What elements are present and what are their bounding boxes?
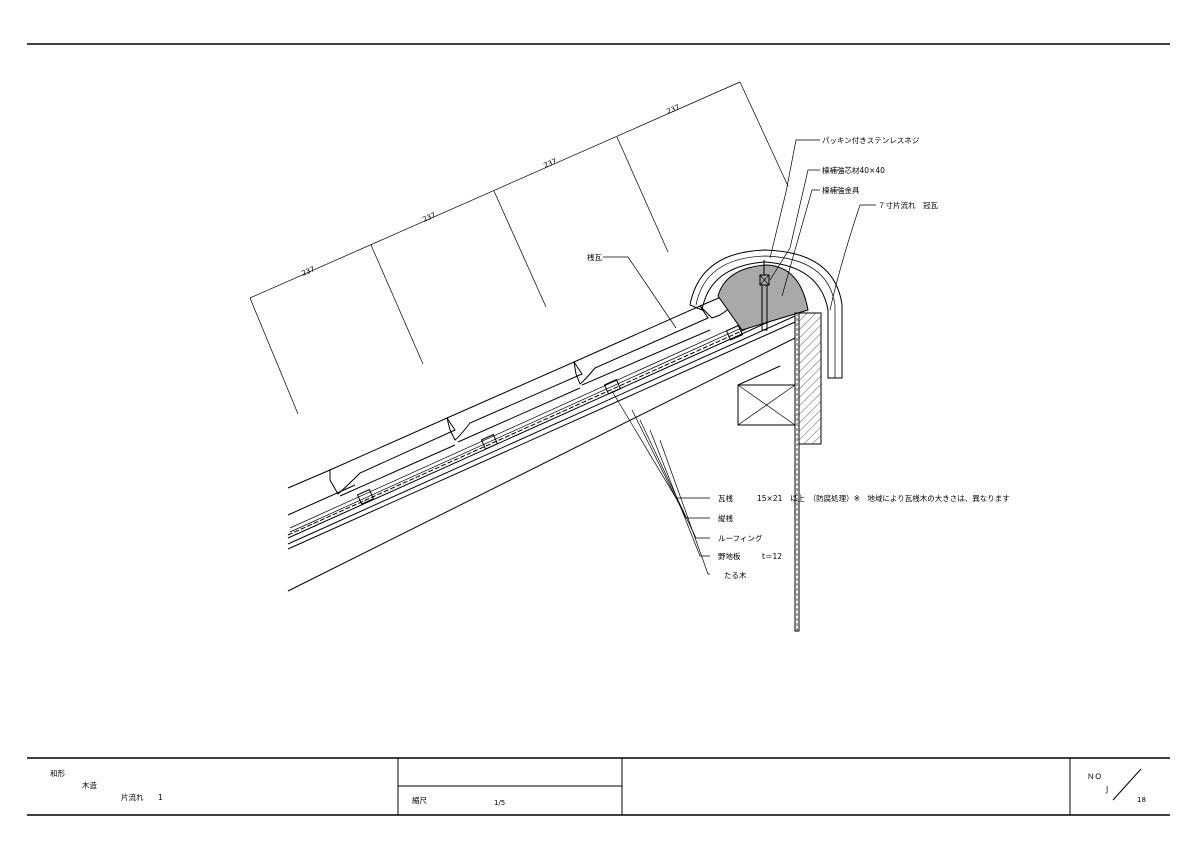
callout-ridge-reinforcement: 棟補強芯材40×40 [822,165,885,175]
callout-leaders [603,139,876,575]
dimension-label-4: 237 [666,103,681,116]
callout-tile-batten: 瓦桟 [718,493,733,503]
callout-ridge-cap: ７寸片流れ 冠瓦 [878,200,938,210]
sheathing-board [287,309,796,545]
scale-label: 縮尺 [412,795,427,805]
no-value: J [1105,785,1108,794]
callout-sheathing: 野地板 [718,551,741,561]
no-label: ＮＯ [1087,772,1102,781]
dimension-label-1: 237 [301,265,316,278]
title-roof-type-number: 1 [158,793,163,802]
callout-packing-screw: パッキン付きステンレスネジ [822,135,920,145]
callout-batten-spec: 15×21 以上 （防腐処理）※ 地域により瓦桟木の大きさは、異なります [757,493,1010,503]
callout-roofing: ルーフィング [718,533,763,543]
title-roof-type: 片流れ [121,792,144,802]
end-board [794,312,822,632]
callout-counter-batten: 縦桟 [718,513,733,523]
callout-sheathing-thickness: t＝12 [762,552,782,561]
rafter [287,321,796,592]
counter-battens [289,301,791,533]
dimension-label-2: 237 [422,211,437,224]
title-structure: 木造 [82,780,97,790]
title-shape: 和形 [50,769,65,778]
support-block [737,365,796,426]
tile-battens [356,324,744,505]
dimension-label-3: 237 [543,157,558,170]
callout-ridge-bracket: 棟補強金具 [822,185,860,195]
callout-rafter: たる木 [724,570,747,580]
scale-value: 1/5 [494,799,505,807]
sheet-number: 18 [1137,796,1146,804]
ridge-assembly [689,249,843,379]
roof-tiles [287,290,743,516]
title-block [27,757,1170,816]
dimension-lines: 237 237 237 237 [249,81,789,415]
callout-roof-tile: 桟瓦 [587,252,602,262]
